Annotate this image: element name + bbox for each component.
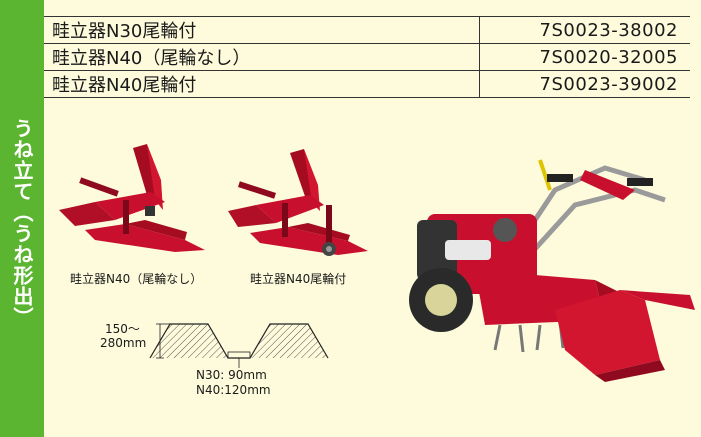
table-row: 畦立器N30尾輪付 7S0023-38002 <box>44 16 690 44</box>
table-row: 畦立器N40（尾輪なし） 7S0020-32005 <box>44 43 690 71</box>
part-name: 畦立器N40尾輪付 <box>44 70 480 98</box>
parts-table: 畦立器N30尾輪付 7S0023-38002 畦立器N40（尾輪なし） 7S00… <box>44 16 690 98</box>
cultivator-image <box>409 159 695 382</box>
sidebar: うね立て（うね形出） <box>0 0 44 437</box>
part-name: 畦立器N30尾輪付 <box>44 16 480 44</box>
ridge-width-n30: N30: 90mm <box>196 368 267 382</box>
ridge-profile-diagram <box>149 323 329 368</box>
sidebar-title: うね立て（うね形出） <box>10 118 34 328</box>
ridger-with-wheel-caption: 畦立器N40尾輪付 <box>250 272 347 286</box>
ridge-height-label-2: 280mm <box>100 336 147 350</box>
ridger-no-wheel-image <box>59 144 205 252</box>
part-code: 7S0020-32005 <box>479 43 690 71</box>
ridge-height-label-1: 150～ <box>105 322 140 336</box>
ridger-no-wheel-caption: 畦立器N40（尾輪なし） <box>70 272 203 286</box>
part-name: 畦立器N40（尾輪なし） <box>44 43 480 71</box>
part-code: 7S0023-39002 <box>479 70 690 98</box>
ridge-width-n40: N40:120mm <box>196 383 271 397</box>
ridger-with-wheel-image <box>228 149 368 256</box>
table-row: 畦立器N40尾輪付 7S0023-39002 <box>44 70 690 98</box>
part-code: 7S0023-38002 <box>479 16 690 44</box>
